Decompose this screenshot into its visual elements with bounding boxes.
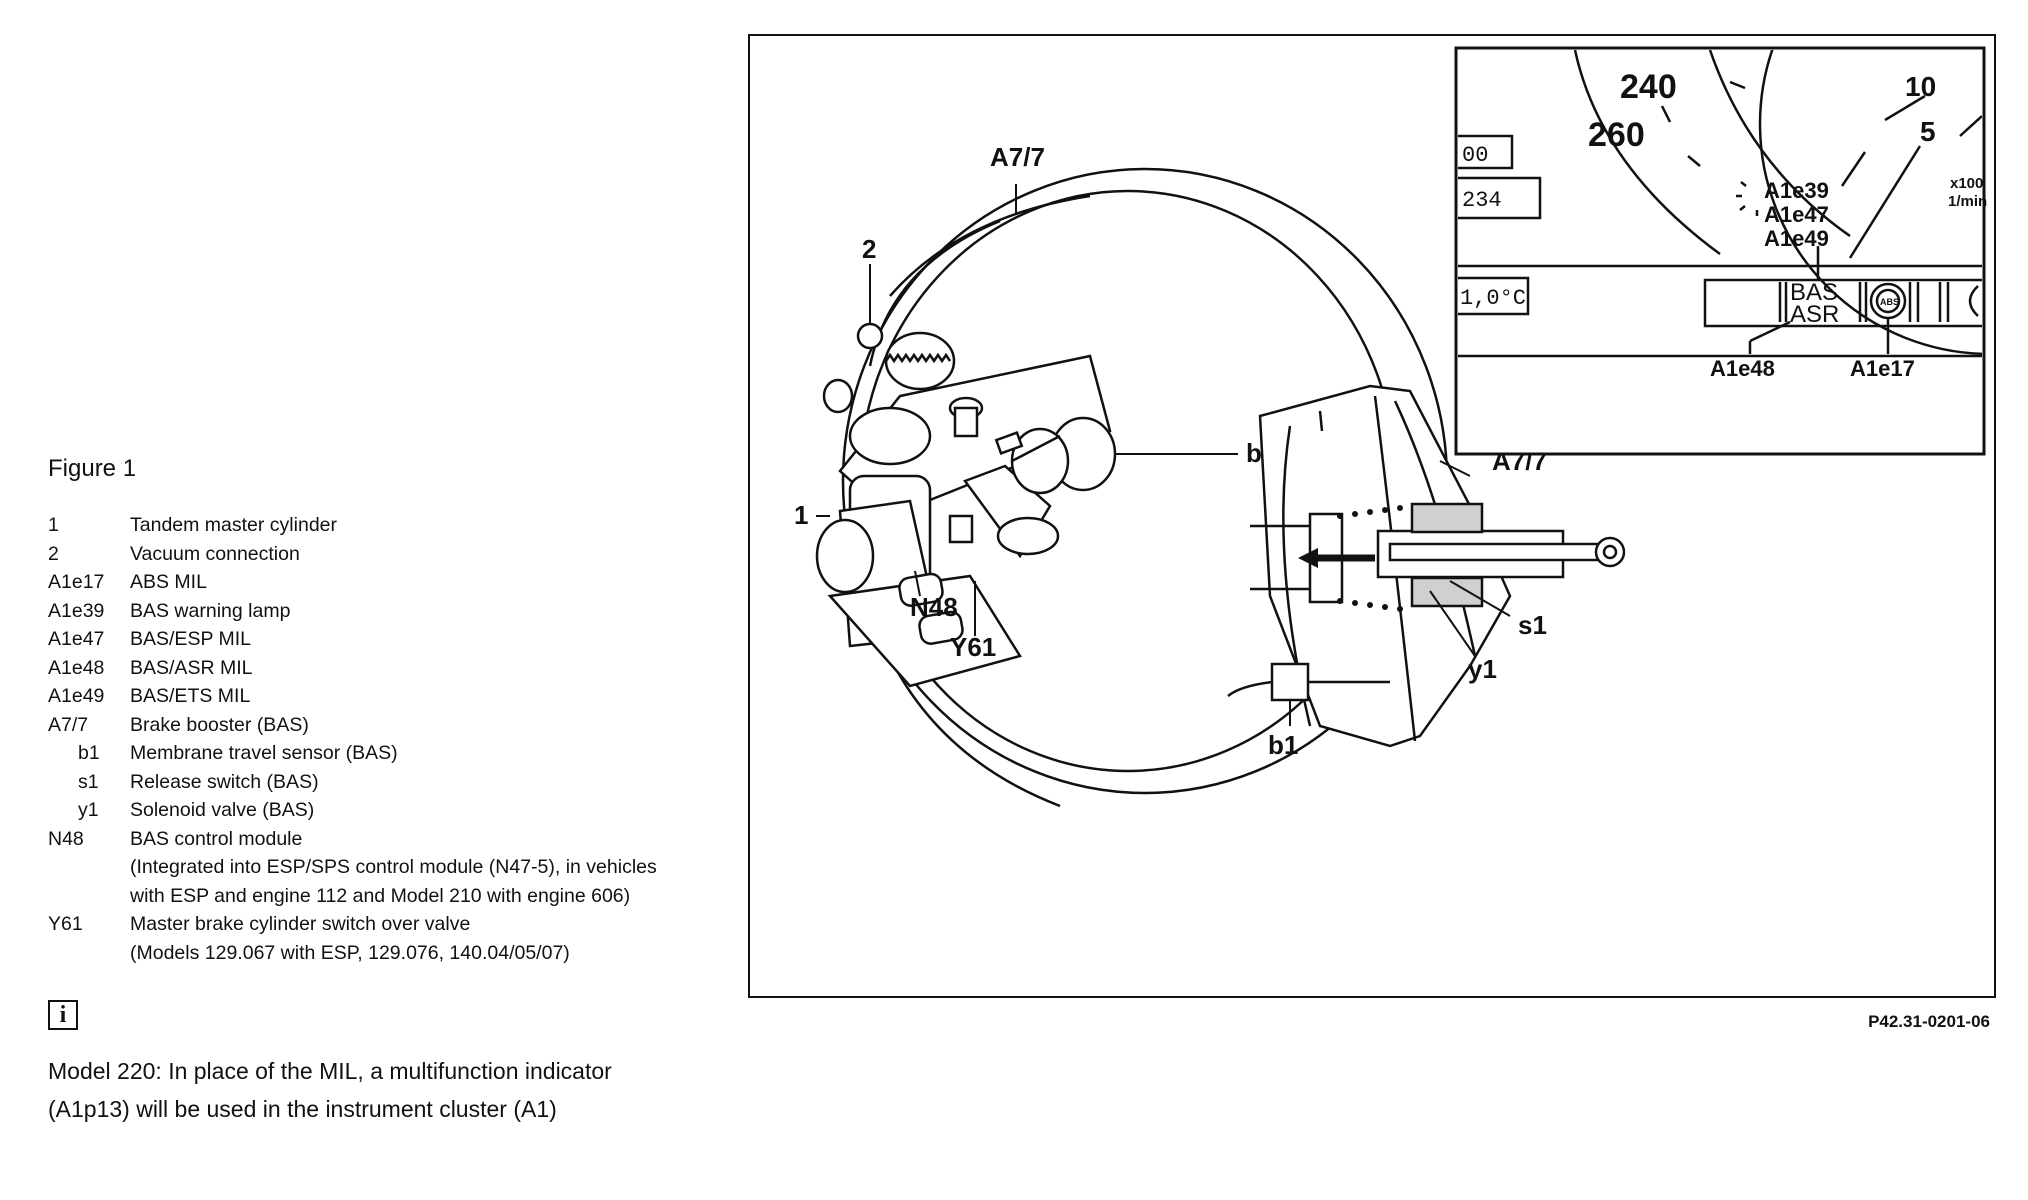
brake-booster-diagram: A7/7 2 1 N48 Y61 b1 — [794, 46, 1987, 808]
legend-description: BAS warning lamp — [130, 599, 291, 622]
master-cylinder-assembly — [815, 322, 1117, 688]
booster-cross-section — [1227, 384, 1626, 748]
direction-arrow — [1298, 548, 1375, 568]
legend-description: Membrane travel sensor (BAS) — [130, 742, 398, 764]
legend-code: A1e49 — [48, 685, 105, 707]
leader-lines-3d — [816, 184, 1238, 636]
label-a1e17: A1e17 — [1850, 356, 1915, 381]
legend-code: A1e39 — [48, 599, 105, 622]
label-a1e48: A1e48 — [1710, 356, 1775, 381]
info-note: Model 220: In place of the MIL, a multif… — [48, 1058, 612, 1122]
legend-row: A1e17 ABS MIL — [48, 568, 748, 597]
legend-row: y1 Solenoid valve (BAS) — [48, 796, 748, 825]
legend-row: N48 BAS control module — [48, 825, 748, 854]
rpm-10: 10 — [1905, 71, 1936, 102]
instrument-cluster-inset: 240 260 10 5 x100 1/min 00 234 1,0°C A1e… — [1454, 46, 1987, 456]
legend-code: b1 — [78, 742, 100, 764]
legend-code: N48 — [48, 827, 84, 850]
label-a7-7-top: A7/7 — [990, 142, 1045, 172]
label-2: 2 — [862, 234, 876, 264]
legend-list: 1 Tandem master cylinder 2 Vacuum connectio… — [48, 511, 748, 967]
legend-code — [48, 882, 130, 911]
legend-row: A7/7 Brake booster (BAS) — [48, 711, 748, 740]
legend-description: BAS/ESP MIL — [130, 628, 252, 650]
legend-row: s1 Release switch (BAS) — [48, 768, 748, 797]
info-icon: i — [48, 1000, 78, 1030]
label-y1: y1 — [1468, 654, 1497, 684]
legend-code: A1e47 — [48, 628, 105, 650]
legend-description: ABS MIL — [130, 571, 207, 593]
legend-row: 1 Tandem master cylinder — [48, 511, 748, 540]
lamp-label-a1e47: A1e47 — [1764, 202, 1829, 227]
legend-description: (Models 129.067 with ESP, 129.076, 140.0… — [130, 941, 570, 964]
legend-description: Brake booster (BAS) — [130, 713, 309, 736]
label-n48: N48 — [910, 592, 958, 622]
leader-lines-section — [1289, 460, 1511, 726]
speed-240: 240 — [1620, 68, 1677, 106]
legend-description: (Integrated into ESP/SPS control module … — [130, 856, 657, 878]
legend-description: BAS/ASR MIL — [130, 656, 253, 679]
label-s1: s1 — [1518, 610, 1547, 640]
abs-lamp-text: ABS — [1880, 297, 1899, 307]
legend-code: A1e17 — [48, 571, 105, 593]
diagram-frame: A7/7 2 1 N48 Y61 b1 — [748, 34, 1996, 998]
speed-260: 260 — [1588, 116, 1645, 154]
label-y61: Y61 — [950, 632, 996, 662]
legend-code — [48, 939, 130, 968]
legend-description: Release switch (BAS) — [130, 770, 319, 793]
legend-row: A1e47 BAS/ESP MIL — [48, 625, 748, 654]
legend-code: 1 — [48, 514, 59, 536]
rpm-unit-1: x100 — [1950, 175, 1983, 192]
lamp-label-a1e49: A1e49 — [1764, 226, 1829, 251]
legend-section: Figure 1 1 Tandem master cylinder 2 Vacuum … — [48, 455, 748, 967]
legend-code — [48, 853, 130, 882]
legend-code: A1e48 — [48, 656, 105, 679]
legend-code: 2 — [48, 542, 59, 565]
display-2: 234 — [1462, 188, 1502, 213]
legend-description: Vacuum connection — [130, 542, 300, 565]
legend-row: with ESP and engine 112 and Model 210 wi… — [48, 882, 748, 911]
label-b1-bottom: b1 — [1268, 730, 1298, 760]
legend-row: A1e49 BAS/ETS MIL — [48, 682, 748, 711]
legend-description: BAS/ETS MIL — [130, 685, 251, 707]
legend-description: Tandem master cylinder — [130, 514, 337, 536]
figure-title: Figure 1 — [48, 455, 137, 482]
rpm-5: 5 — [1920, 116, 1936, 147]
display-1: 00 — [1462, 143, 1488, 168]
label-1: 1 — [794, 500, 808, 530]
legend-description: Solenoid valve (BAS) — [130, 799, 315, 821]
legend-row: A1e48 BAS/ASR MIL — [48, 654, 748, 683]
legend-description: BAS control module — [130, 827, 303, 850]
legend-code: A7/7 — [48, 713, 89, 736]
legend-row: (Models 129.067 with ESP, 129.076, 140.0… — [48, 939, 748, 968]
legend-row: b1 Membrane travel sensor (BAS) — [48, 739, 748, 768]
display-3: 1,0°C — [1460, 286, 1526, 311]
lamp-label-a1e39: A1e39 — [1764, 178, 1829, 203]
legend-code: s1 — [78, 770, 99, 793]
legend-row: Y61 Master brake cylinder switch over val… — [48, 910, 748, 939]
bas-lamp-text: BAS — [1790, 279, 1838, 306]
legend-code: y1 — [78, 799, 99, 821]
legend-row: A1e39 BAS warning lamp — [48, 597, 748, 626]
asr-lamp-text: ASR — [1790, 301, 1839, 328]
rpm-unit-2: 1/min — [1948, 193, 1987, 210]
legend-code: Y61 — [48, 913, 83, 935]
legend-row: 2 Vacuum connection — [48, 540, 748, 569]
legend-description: with ESP and engine 112 and Model 210 wi… — [130, 884, 631, 907]
legend-row: (Integrated into ESP/SPS control module … — [48, 853, 748, 882]
legend-description: Master brake cylinder switch over valve — [130, 913, 471, 935]
reference-number: P42.31-0201-06 — [1868, 1012, 1990, 1031]
